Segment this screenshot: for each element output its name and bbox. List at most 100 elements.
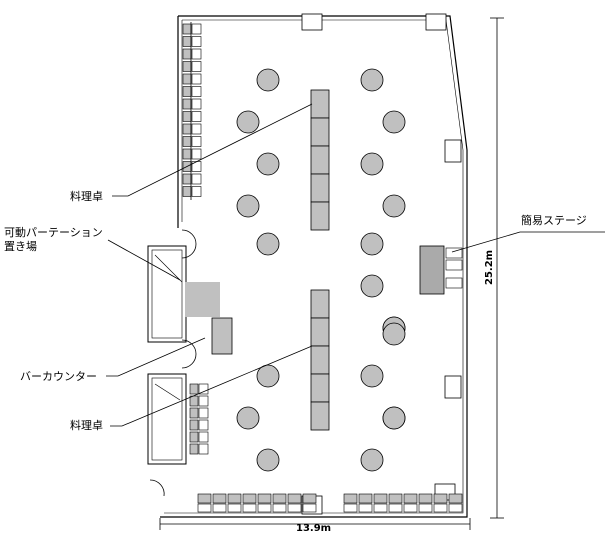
cooking-table-chair [191,98,202,110]
cooking-table-chair [198,419,209,431]
cooking-table-chair [191,86,202,97]
cooking-table-chair [198,407,209,419]
bottom-table-chair [197,493,212,504]
round-table [382,194,406,218]
long-table-segment [310,117,330,147]
cooking-table-chair [182,36,192,47]
round-table [256,364,280,388]
cooking-table-chair [182,73,192,85]
bottom-table-chair [403,503,418,513]
leader-lines [106,103,605,427]
cooking-table-chair [198,431,209,443]
bottom-table-chair [388,503,403,513]
round-table [256,448,280,472]
round-table [360,364,384,388]
bottom-table-chair [242,493,257,504]
long-table-segment [310,373,330,403]
bottom-table-chair [358,503,373,513]
round-table [382,110,406,134]
doors [149,229,197,497]
bottom-table-chair [343,503,358,513]
cooking-table-chair [191,73,202,85]
outer-walls [160,15,468,518]
long-table-segment [310,401,330,431]
round-table [360,152,384,176]
long-table-segment [310,201,330,231]
cooking-table-chair [198,383,209,395]
bar-counter [211,317,233,355]
cooking-table-chair [189,383,199,395]
cooking-table-chair [191,123,202,135]
bottom-table-chair [272,503,287,513]
bottom-table-chair [373,493,388,504]
bottom-table-chair [403,493,418,504]
long-table-segment [310,145,330,175]
round-table [382,322,406,346]
cooking-table-chair [198,443,209,455]
cooking-table-chair [182,136,192,147]
partition-storage-room [147,245,187,343]
round-table [256,232,280,256]
bottom-table-chair [433,493,448,504]
cooking-table-chair [182,123,192,135]
bottom-table-chair [287,493,302,504]
bottom-table-chair [212,493,227,504]
bottom-table-chair [302,493,317,504]
cooking-table-chair [191,173,202,185]
bottom-table-chair [257,503,272,513]
bottom-table-chair [302,503,317,513]
bottom-table-chair [433,503,448,513]
round-table [360,274,384,298]
cooking-table-chair [182,148,192,160]
label-cooking-table-top: 料理卓 [70,189,103,203]
cooking-table-chair [182,48,192,60]
cooking-table-chair [198,395,209,407]
round-tables [236,68,406,472]
bottom-table-chair [227,493,242,504]
bottom-table-chair [448,503,463,513]
round-table [360,232,384,256]
long-table-segment [310,317,330,347]
long-table-segment [310,173,330,203]
bottom-table-chair [272,493,287,504]
round-table [256,68,280,92]
bottom-table-chair [212,503,227,513]
bottom-table-chair [448,493,463,504]
bottom-table-chair [227,503,242,513]
label-cooking-table-bottom: 料理卓 [70,418,103,432]
cooking-table-chair [191,23,202,35]
bottom-table-chair [257,493,272,504]
bottom-chairs [197,493,463,513]
cooking-table-chair [191,61,202,72]
label-bar-counter: バーカウンター [20,370,97,383]
cooking-table-chair [191,36,202,47]
cooking-table-chair [191,48,202,60]
dimension-lines [159,17,504,530]
round-table [382,406,406,430]
bottom-table-chair [242,503,257,513]
round-table [256,152,280,176]
cooking-table-chair [191,111,202,122]
bottom-table-chair [358,493,373,504]
bottom-table-chair [343,493,358,504]
long-table-segment [310,89,330,119]
simple-stage [419,245,463,295]
cooking-table-chair [182,86,192,97]
cooking-table-chair [191,136,202,147]
bottom-table-chair [287,503,302,513]
cooking-table-chair [189,419,199,431]
cooking-table-chair [182,186,192,197]
cooking-table-chair [189,407,199,419]
bar-counter-room [147,373,187,465]
cooking-table-chair [182,111,192,122]
round-table [236,194,260,218]
cooking-table-chair [191,186,202,197]
cooking-table-chair [182,98,192,110]
bottom-table-chair [418,493,433,504]
cooking-table-chair [182,23,192,35]
side-chairs [182,22,209,455]
label-movable-partition-2: 置き場 [4,240,37,253]
partition-storage-area [185,282,220,317]
round-table [236,110,260,134]
